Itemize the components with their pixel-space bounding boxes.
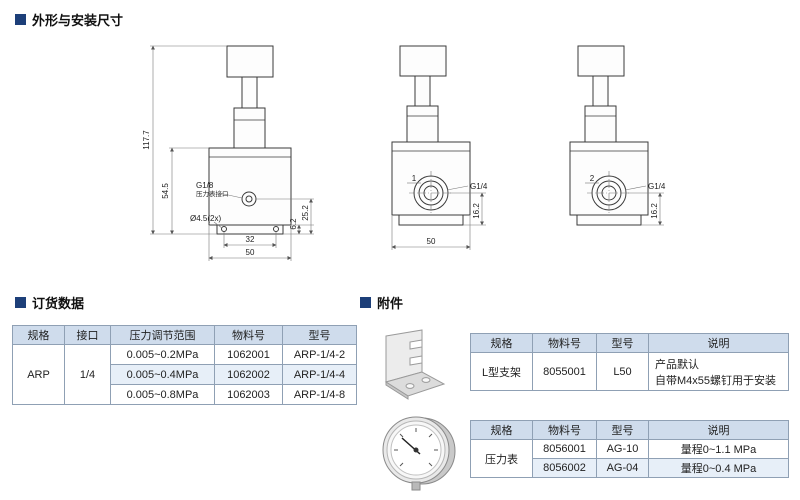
view1-labels: 117.7 54.5 G1/8 压力表接口 Ø4.5(2x) 6.2 25.2 …: [142, 130, 310, 257]
gauge-ticks: [394, 428, 438, 467]
col-model: 型号: [596, 420, 649, 440]
model-cell: ARP-1/4-4: [282, 364, 357, 385]
regulator-front-view-port2: [569, 45, 649, 226]
model-cell: ARP-1/4-2: [282, 344, 357, 365]
table-row: 压力表 8056001 AG-10 量程0~1.1 MPa: [470, 439, 789, 478]
regulator-side-view: [208, 45, 292, 235]
model-cell: ARP-1/4-8: [282, 384, 357, 405]
port-number-label: 1: [412, 174, 417, 183]
section-title-text: 外形与安装尺寸: [32, 13, 124, 28]
thread-label: G1/4: [470, 182, 488, 191]
port-number-label: 2: [590, 174, 595, 183]
section-bullet-icon: [360, 297, 371, 308]
col-spec: 规格: [12, 325, 65, 345]
table-row: 0.005~0.8MPa 1062003 ARP-1/4-8: [13, 384, 357, 405]
dim-width: 50: [246, 248, 255, 257]
spec-cell: L型支架: [470, 352, 533, 391]
section-accessories-title: 附件: [360, 293, 403, 312]
bracket-table: 规格 物料号 型号 说明 L型支架 8055001 L50 产品默认 自带M4x…: [470, 333, 789, 391]
table-row: 8056002 AG-04 量程0~0.4 MPa: [471, 458, 789, 478]
dim-hole-span: 32: [246, 235, 255, 244]
port-cell: 1/4: [64, 344, 111, 405]
col-model: 型号: [596, 333, 649, 353]
thread-label: G1/4: [648, 182, 666, 191]
view3-labels: 2 G1/4 16.2: [590, 174, 666, 219]
section-ordering-title: 订货数据: [15, 293, 84, 312]
dim-hole-offset: 6.2: [289, 218, 298, 230]
dim-total-height: 117.7: [142, 130, 151, 150]
desc-cell: 量程0~1.1 MPa: [648, 439, 789, 459]
l-bracket-image: [384, 329, 446, 400]
col-desc: 说明: [648, 420, 789, 440]
ordering-table: 规格 接口 压力调节范围 物料号 型号 ARP 1/4 0.005~0.2MPa…: [12, 325, 357, 405]
table-row: 0.005~0.4MPa 1062002 ARP-1/4-4: [13, 364, 357, 385]
section-title-text: 附件: [377, 296, 404, 311]
dim-body-height: 54.5: [161, 183, 170, 199]
section-dimensions-title: 外形与安装尺寸: [15, 10, 123, 29]
part-no-cell: 8056002: [532, 458, 597, 478]
part-no-cell: 8055001: [532, 352, 597, 391]
pressure-gauge-image: [382, 416, 456, 491]
gauge-port-label: G1/8: [196, 181, 214, 190]
col-part-no: 物料号: [214, 325, 283, 345]
range-cell: 0.005~0.2MPa: [110, 344, 215, 365]
gauge-header-row: 规格 物料号 型号 说明: [470, 420, 789, 440]
desc-cell: 产品默认 自带M4x55螺钉用于安装: [648, 352, 789, 391]
desc-cell: 量程0~0.4 MPa: [648, 458, 789, 478]
spec-cell: 压力表: [470, 439, 533, 478]
view2-labels: 1 G1/4 16.2 50: [412, 174, 488, 246]
col-spec: 规格: [470, 333, 533, 353]
col-part-no: 物料号: [532, 333, 597, 353]
view1-dimensions: [150, 45, 314, 261]
desc-line: 自带M4x55螺钉用于安装: [655, 374, 777, 387]
dim-port-height: 25.2: [301, 205, 310, 221]
section-bullet-icon: [15, 297, 26, 308]
part-no-cell: 1062001: [214, 344, 283, 365]
regulator-front-view-port1: [391, 45, 471, 226]
section-bullet-icon: [15, 14, 26, 25]
col-desc: 说明: [648, 333, 789, 353]
part-no-cell: 8056001: [532, 439, 597, 459]
model-cell: AG-10: [596, 439, 649, 459]
view2-dimensions: [391, 171, 486, 250]
gauge-table: 规格 物料号 型号 说明 压力表 8056001 AG-10 量程0~1.1 M…: [470, 420, 789, 478]
table-row: L型支架 8055001 L50 产品默认 自带M4x55螺钉用于安装: [470, 352, 789, 391]
mounting-hole-label: Ø4.5(2x): [190, 214, 221, 223]
col-spec: 规格: [470, 420, 533, 440]
spec-cell: ARP: [12, 344, 65, 405]
range-cell: 0.005~0.8MPa: [110, 384, 215, 405]
col-port: 接口: [64, 325, 111, 345]
dimension-drawings: 117.7 54.5 G1/8 压力表接口 Ø4.5(2x) 6.2 25.2 …: [142, 45, 666, 261]
bracket-header-row: 规格 物料号 型号 说明: [470, 333, 789, 353]
ordering-header-row: 规格 接口 压力调节范围 物料号 型号: [12, 325, 357, 345]
table-row: ARP 1/4 0.005~0.2MPa 1062001 ARP-1/4-2: [12, 344, 357, 405]
section-title-text: 订货数据: [32, 296, 85, 311]
model-cell: L50: [596, 352, 649, 391]
dim-port-height: 16.2: [650, 203, 659, 219]
col-range: 压力调节范围: [110, 325, 215, 345]
model-cell: AG-04: [596, 458, 649, 478]
col-model: 型号: [282, 325, 357, 345]
desc-line: 产品默认: [655, 358, 699, 371]
part-no-cell: 1062003: [214, 384, 283, 405]
range-cell: 0.005~0.4MPa: [110, 364, 215, 385]
view3-dimensions: [585, 171, 664, 226]
part-no-cell: 1062002: [214, 364, 283, 385]
dim-port-height: 16.2: [472, 203, 481, 219]
gauge-port-sublabel: 压力表接口: [196, 189, 229, 198]
dim-width: 50: [427, 237, 436, 246]
col-part-no: 物料号: [532, 420, 597, 440]
